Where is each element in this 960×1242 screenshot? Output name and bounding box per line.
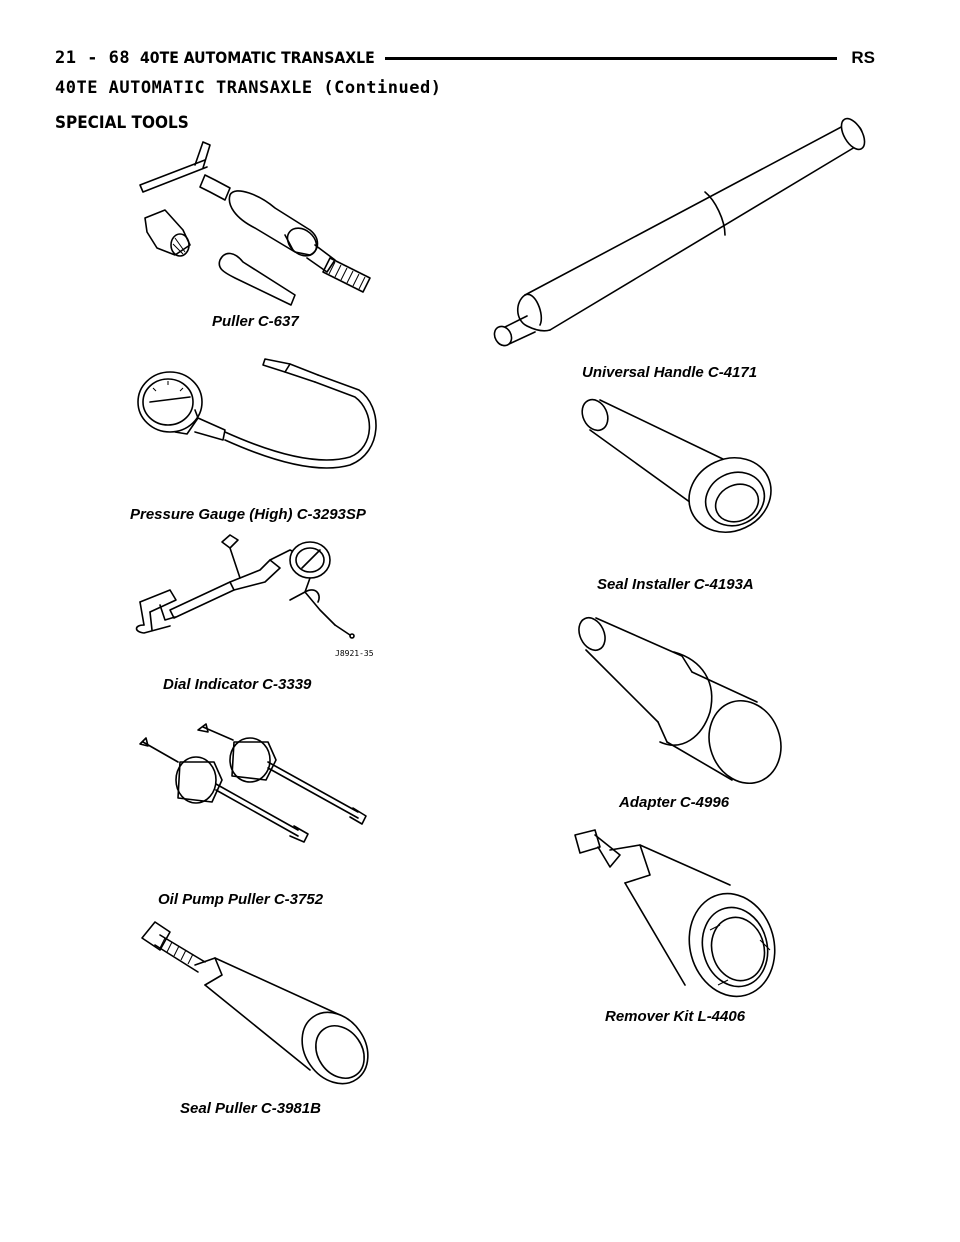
model-code: RS	[851, 48, 875, 67]
section-title: 40TE AUTOMATIC TRANSAXLE	[140, 48, 375, 67]
tool-caption-oil-pump-puller: Oil Pump Puller C-3752	[158, 891, 324, 908]
tool-caption-puller: Puller C-637	[212, 313, 299, 330]
header-rule	[385, 57, 837, 60]
tool-caption-dial-indicator: Dial Indicator C-3339	[163, 676, 312, 693]
pressure-gauge-icon	[137, 358, 377, 469]
page-header: 21 - 68 40TE AUTOMATIC TRANSAXLE RS	[55, 48, 875, 72]
page-heading: SPECIAL TOOLS	[55, 113, 189, 133]
oil-pump-puller-icon	[139, 723, 367, 843]
puller-icon	[139, 141, 371, 306]
tool-caption-seal-puller: Seal Puller C-3981B	[180, 1100, 321, 1117]
tool-caption-universal-handle: Universal Handle C-4171	[582, 364, 758, 381]
handle-icon	[493, 117, 866, 347]
tool-caption-pressure-gauge: Pressure Gauge (High) C-3293SP	[130, 506, 366, 523]
tool-caption-adapter: Adapter C-4996	[619, 794, 730, 811]
tool-caption-remover-kit: Remover Kit L-4406	[605, 1008, 746, 1025]
continued-title: 40TE AUTOMATIC TRANSAXLE (Continued)	[55, 78, 442, 98]
remover-kit-icon	[574, 829, 776, 998]
figure-code: J8921-35	[335, 649, 374, 658]
tool-caption-seal-installer: Seal Installer C-4193A	[597, 576, 754, 593]
dial-indicator-icon: J8921-35	[135, 534, 374, 658]
adapter-icon	[578, 616, 782, 785]
seal-puller-icon	[141, 921, 369, 1085]
seal-installer-icon	[581, 398, 772, 533]
page-number: 21 - 68	[55, 48, 131, 68]
